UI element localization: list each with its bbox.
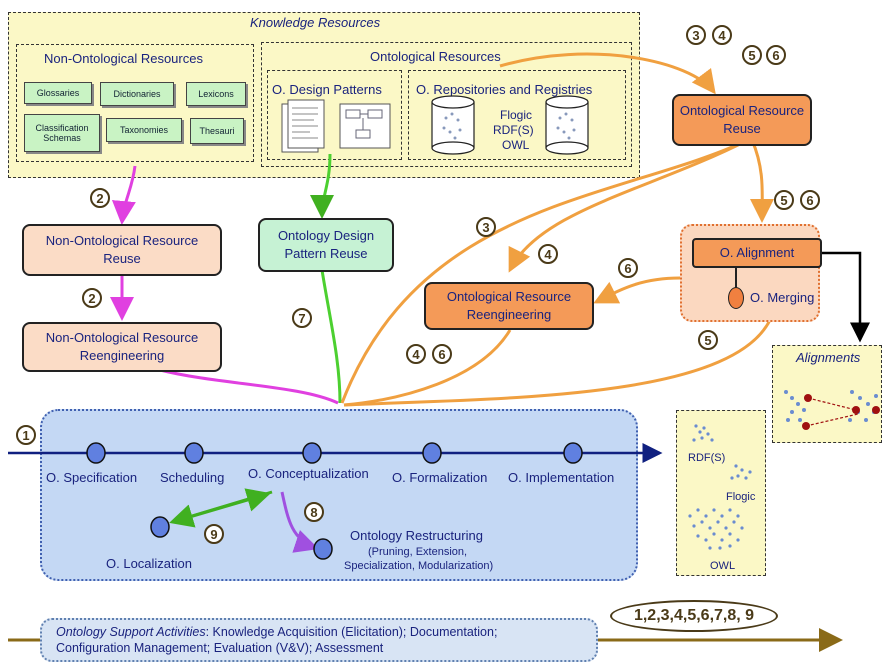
note-classification-schemas: Classification Schemas	[24, 114, 100, 152]
node-conceptualization	[302, 442, 322, 464]
design-patterns-panel	[267, 70, 402, 160]
repo-format-rdfs: RDF(S)	[493, 123, 534, 137]
format-rdfs: RDF(S)	[688, 452, 726, 464]
node-formalization	[422, 442, 442, 464]
scenario-6-alignment: 6	[800, 190, 820, 210]
support-line-1-text: : Knowledge Acquisition (Elicitation); D…	[205, 625, 498, 639]
label-formalization: O. Formalization	[392, 470, 488, 485]
ontological-resource-reuse: Ontological Resource Reuse	[672, 94, 812, 146]
node-localization	[150, 516, 170, 538]
all-scenarios-badge: 1,2,3,4,5,6,7,8, 9	[610, 600, 778, 632]
non-ontological-resources-title: Non-Ontological Resources	[44, 51, 203, 66]
arrow-orange-6	[593, 276, 681, 304]
scenario-2-reuse: 2	[90, 188, 110, 208]
owl-graph	[688, 508, 744, 550]
ontological-resource-reengineering: Ontological Resource Reengineering	[424, 282, 594, 330]
ontology-merging-label: O. Merging	[750, 290, 815, 305]
node-restructuring	[313, 538, 333, 560]
ontology-alignment: O. Alignment	[692, 238, 822, 268]
label-restructuring-detail-2: Specialization, Modularization)	[344, 560, 494, 572]
repo-format-owl: OWL	[502, 138, 530, 152]
repositories-panel	[408, 70, 626, 160]
merging-connector	[735, 268, 737, 288]
note-dictionaries: Dictionaries	[100, 82, 174, 106]
arrow-orange-reeng	[343, 329, 512, 407]
non-ontological-resource-reengineering: Non-Ontological Resource Reengineering	[22, 322, 222, 372]
ontological-resources-panel	[261, 42, 632, 167]
arrow-magenta-1	[111, 165, 137, 225]
scenario-4-reengineering: 4	[406, 344, 426, 364]
repo-format-flogic: Flogic	[500, 108, 533, 122]
node-implementation	[563, 442, 583, 464]
arrow-restructuring	[280, 491, 319, 553]
scenario-3-top: 3	[686, 25, 706, 45]
arrow-magenta-3	[159, 368, 339, 405]
ontology-development-panel	[40, 409, 638, 581]
label-implementation: O. Implementation	[508, 470, 615, 485]
label-conceptualization: O. Conceptualization	[248, 466, 369, 481]
arrow-orange-5	[343, 319, 772, 407]
label-specification: O. Specification	[46, 470, 138, 485]
arrow-green-2	[320, 269, 342, 404]
design-pattern-documents	[281, 99, 391, 153]
repositories-title: O. Repositories and Registries	[416, 82, 593, 97]
scenario-2-reengineering: 2	[82, 288, 102, 308]
scenario-4-reuse: 4	[538, 244, 558, 264]
support-activities-panel: Ontology Support Activities: Knowledge A…	[40, 618, 598, 662]
alignments-title: Alignments	[796, 350, 861, 365]
ontology-design-pattern-reuse: Ontology Design Pattern Reuse	[258, 218, 394, 272]
support-label: Ontology Support Activities	[56, 625, 206, 639]
scenario-8-restructuring: 8	[304, 502, 324, 522]
alignments-panel	[772, 345, 882, 443]
note-thesauri: Thesauri	[190, 118, 244, 144]
note-lexicons: Lexicons	[186, 82, 246, 106]
alignments-graph	[784, 390, 880, 430]
label-restructuring: Ontology Restructuring	[350, 528, 483, 543]
support-line-2: Configuration Management; Evaluation (V&…	[56, 641, 384, 655]
arrow-orange-4	[508, 138, 749, 273]
scenario-9-localization: 9	[204, 524, 224, 544]
scenario-6-reengineering: 6	[432, 344, 452, 364]
node-scheduling	[184, 442, 204, 464]
note-glossaries: Glossaries	[24, 82, 92, 104]
repository-cylinder-left	[431, 95, 475, 155]
scenario-5-alignment: 5	[774, 190, 794, 210]
format-owl: OWL	[710, 560, 736, 572]
merging-node	[728, 287, 744, 309]
implementation-formats-panel	[676, 410, 766, 576]
non-ontological-resource-reuse: Non-Ontological Resource Reuse	[22, 224, 222, 276]
support-line-1: Ontology Support Activities: Knowledge A…	[56, 624, 582, 640]
note-taxonomies: Taxonomies	[106, 118, 182, 142]
rdfs-graph	[692, 424, 714, 442]
scenario-1-main: 1	[16, 425, 36, 445]
scenario-6-merging: 6	[618, 258, 638, 278]
arrow-green-1	[310, 153, 335, 219]
knowledge-resources-title: Knowledge Resources	[250, 15, 381, 30]
ontological-resources-title: Ontological Resources	[370, 49, 501, 64]
scenario-4-top: 4	[712, 25, 732, 45]
arrow-localization-back	[185, 488, 271, 520]
scenario-5-top: 5	[742, 45, 762, 65]
repository-cylinder-right	[545, 95, 589, 155]
scenario-7-pattern: 7	[292, 308, 312, 328]
arrow-orange-top	[499, 52, 716, 95]
non-ontological-resources-panel	[16, 44, 254, 162]
arrow-black	[822, 251, 870, 343]
scenario-3-reuse: 3	[476, 217, 496, 237]
scenario-5-right: 5	[698, 330, 718, 350]
label-localization: O. Localization	[106, 556, 192, 571]
label-scheduling: Scheduling	[160, 470, 225, 485]
arrow-orange-56	[750, 139, 775, 223]
arrow-orange-3	[340, 138, 749, 404]
design-patterns-title: O. Design Patterns	[272, 82, 382, 97]
label-restructuring-detail-1: (Pruning, Extension,	[368, 546, 468, 558]
node-specification	[86, 442, 106, 464]
format-flogic: Flogic	[726, 491, 756, 503]
scenario-6-top: 6	[766, 45, 786, 65]
flogic-graph	[730, 464, 752, 480]
